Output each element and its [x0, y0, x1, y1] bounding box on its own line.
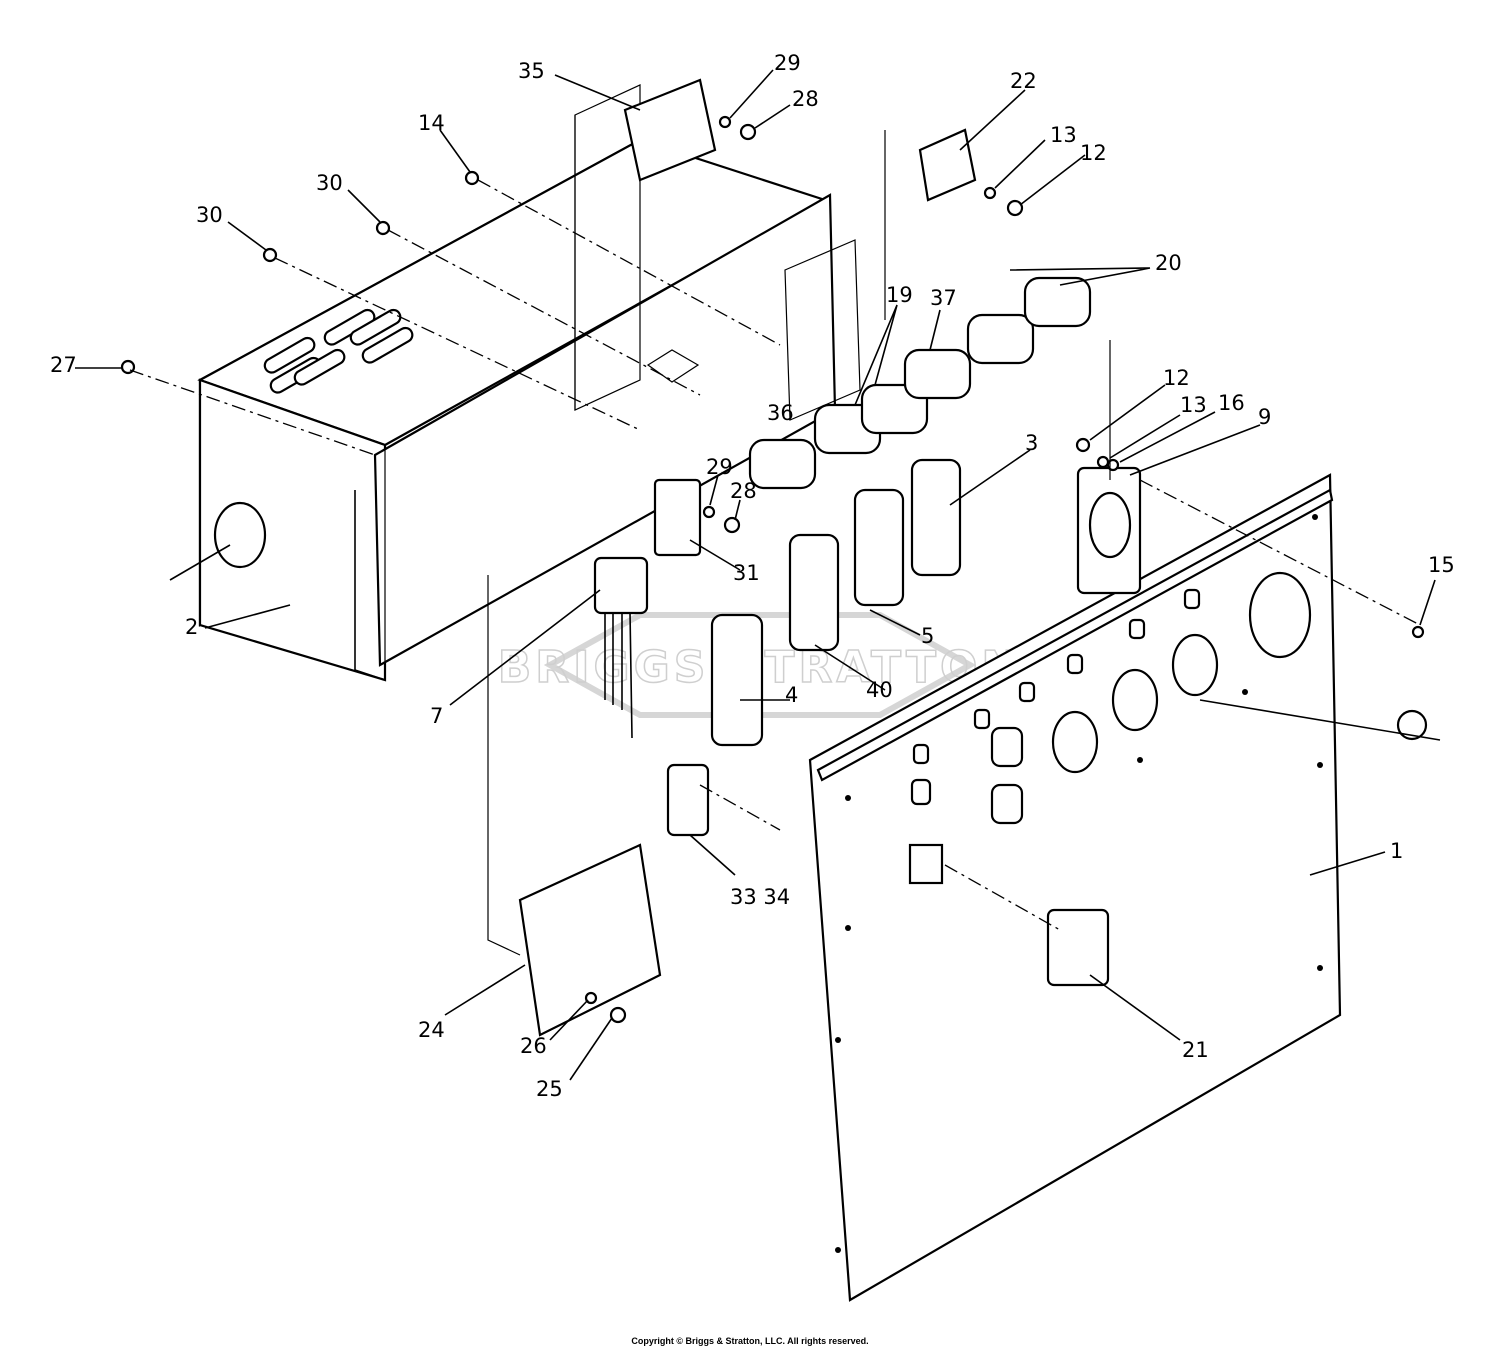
callout-29-top: 29 [774, 51, 801, 75]
callout-19: 19 [886, 283, 913, 307]
callout-20: 20 [1155, 251, 1182, 275]
callout-30-left: 30 [196, 203, 223, 227]
control-box-housing [197, 84, 861, 682]
callout-22: 22 [1010, 69, 1037, 93]
callout-5: 5 [921, 624, 934, 648]
circuit-breakers [748, 276, 1092, 490]
callout-9: 9 [1258, 405, 1271, 429]
callout-31: 31 [733, 561, 760, 585]
rectifier-and-components [518, 78, 1428, 1037]
callout-36: 36 [767, 401, 794, 425]
callout-12-top: 12 [1080, 141, 1107, 165]
callout-7: 7 [430, 704, 443, 728]
front-control-panel [808, 473, 1342, 1302]
callout-2: 2 [185, 615, 198, 639]
callout-14: 14 [418, 111, 445, 135]
copyright-notice: Copyright © Briggs & Stratton, LLC. All … [631, 1336, 869, 1346]
callout-leaders [75, 69, 1436, 1081]
callout-12-mid: 12 [1163, 366, 1190, 390]
callout-28-mid: 28 [730, 479, 757, 503]
receptacles [666, 458, 1142, 987]
callout-16: 16 [1218, 391, 1245, 415]
callout-3: 3 [1025, 431, 1038, 455]
callout-37: 37 [930, 286, 957, 310]
callout-40: 40 [866, 678, 893, 702]
callout-26: 26 [520, 1034, 547, 1058]
callout-13-top: 13 [1050, 123, 1077, 147]
assembly-lines [129, 115, 1441, 956]
callout-13-mid: 13 [1180, 393, 1207, 417]
callout-29-mid: 29 [706, 455, 733, 479]
callout-33-34: 33 34 [730, 885, 790, 909]
callout-27: 27 [50, 353, 77, 377]
callout-labels: 35 29 28 14 30 30 22 13 12 20 19 37 27 3… [50, 51, 1455, 1101]
callout-25: 25 [536, 1077, 563, 1101]
callout-21: 21 [1182, 1038, 1209, 1062]
callout-4: 4 [785, 683, 798, 707]
callout-1: 1 [1390, 839, 1403, 863]
callout-24: 24 [418, 1018, 445, 1042]
callout-15: 15 [1428, 553, 1455, 577]
callout-28-top: 28 [792, 87, 819, 111]
callout-35: 35 [518, 59, 545, 83]
callout-30-right: 30 [316, 171, 343, 195]
